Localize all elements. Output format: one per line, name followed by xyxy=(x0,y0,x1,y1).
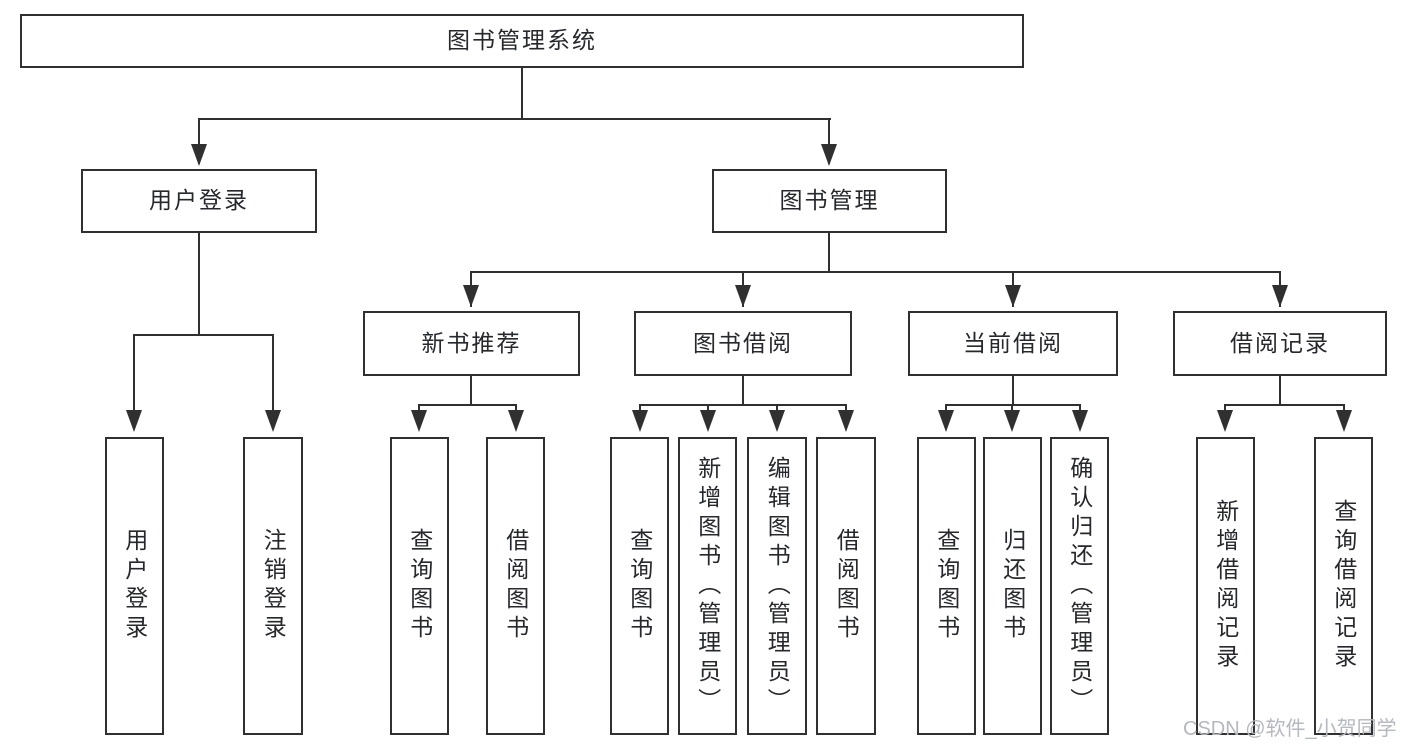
leaf-logout: 注销登录 xyxy=(243,437,303,735)
arrow-down-icon xyxy=(632,410,648,432)
arrow-down-icon xyxy=(838,410,854,432)
leaf-query-borrow-record: 查询借阅记录 xyxy=(1314,437,1373,735)
connector-line xyxy=(198,118,200,164)
arrow-down-icon xyxy=(265,410,281,432)
watermark-text: CSDN @软件_小贺同学 xyxy=(1183,718,1397,740)
connector-line xyxy=(521,68,523,119)
arrow-down-icon xyxy=(821,144,837,166)
arrow-down-icon xyxy=(1072,410,1088,432)
connector-line xyxy=(198,118,831,120)
connector-line xyxy=(639,404,847,406)
arrow-down-icon xyxy=(735,285,751,307)
arrow-down-icon xyxy=(463,285,479,307)
arrow-down-icon xyxy=(769,410,785,432)
node-current-borrowing: 当前借阅 xyxy=(908,311,1118,376)
connector-line xyxy=(272,334,274,412)
connector-line xyxy=(133,334,135,412)
arrow-down-icon xyxy=(508,410,524,432)
node-new-book-recommendation: 新书推荐 xyxy=(363,311,580,376)
node-book-management: 图书管理 xyxy=(712,169,947,233)
arrow-down-icon xyxy=(1217,410,1233,432)
connector-line xyxy=(742,376,744,406)
leaf-borrow-books-recommend: 借阅图书 xyxy=(486,437,545,735)
connector-line xyxy=(133,334,274,336)
node-library-management-system: 图书管理系统 xyxy=(20,14,1024,68)
arrow-down-icon xyxy=(938,410,954,432)
connector-line xyxy=(1225,404,1345,406)
leaf-query-books-current: 查询图书 xyxy=(917,437,976,735)
leaf-query-books-borrowing: 查询图书 xyxy=(610,437,669,735)
arrow-down-icon xyxy=(700,410,716,432)
node-book-borrowing: 图书借阅 xyxy=(634,311,852,376)
arrow-down-icon xyxy=(1336,410,1352,432)
connector-line xyxy=(828,233,830,273)
arrow-down-icon xyxy=(1004,410,1020,432)
connector-line xyxy=(470,376,472,406)
connector-line xyxy=(470,271,1281,273)
leaf-user-login: 用户登录 xyxy=(105,437,164,735)
leaf-query-books-recommend: 查询图书 xyxy=(390,437,449,735)
connector-line xyxy=(1279,376,1281,406)
arrow-down-icon xyxy=(126,410,142,432)
arrow-down-icon xyxy=(1272,285,1288,307)
leaf-return-books: 归还图书 xyxy=(983,437,1042,735)
node-user-login: 用户登录 xyxy=(81,169,317,233)
leaf-add-books-admin: 新增图书（管理员） xyxy=(678,437,737,735)
connector-line xyxy=(946,404,1081,406)
leaf-confirm-return-admin: 确认归还（管理员） xyxy=(1050,437,1109,735)
arrow-down-icon xyxy=(191,144,207,166)
connector-line xyxy=(1012,376,1014,406)
node-borrowing-records: 借阅记录 xyxy=(1173,311,1387,376)
arrow-down-icon xyxy=(411,410,427,432)
connector-line xyxy=(419,404,517,406)
connector-line xyxy=(198,233,200,335)
connector-line xyxy=(828,118,830,164)
leaf-add-borrow-record: 新增借阅记录 xyxy=(1196,437,1255,735)
leaf-edit-books-admin: 编辑图书（管理员） xyxy=(747,437,807,735)
leaf-borrow-books-borrowing: 借阅图书 xyxy=(816,437,876,735)
arrow-down-icon xyxy=(1005,285,1021,307)
